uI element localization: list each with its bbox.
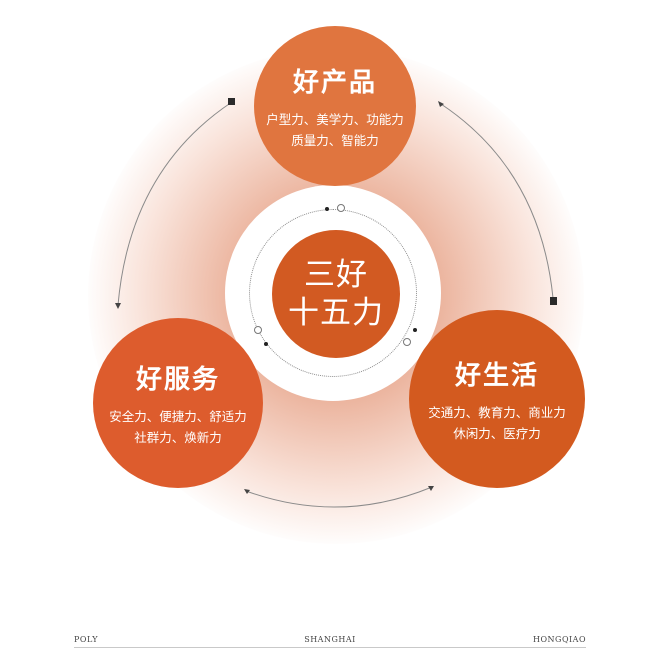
ring-dot-icon [325,207,329,211]
footer-left-label: POLY [74,635,99,644]
node-good-service: 好服务 安全力、便捷力、舒适力 社群力、焕新力 [93,318,263,488]
center-title-line2: 十五力 [288,295,384,331]
arc-life-to-service [245,486,433,508]
node-good-product: 好产品 户型力、美学力、功能力 质量力、智能力 [254,26,416,186]
center-core: 三好 十五力 [272,230,400,358]
footer-center-label: SHANGHAI [304,635,356,644]
square-marker-icon [228,98,235,105]
footer-right-label: HONGQIAO [533,635,586,644]
square-marker-icon [550,297,557,305]
node-title: 好服务 [135,364,220,395]
footer-bar: POLY SHANGHAI HONGQIAO [74,633,586,648]
node-title: 好生活 [454,360,539,391]
node-subtitle-line2: 社群力、焕新力 [134,429,222,445]
node-subtitle-line1: 安全力、便捷力、舒适力 [109,408,247,424]
ring-dot-icon [264,342,268,346]
node-title: 好产品 [292,67,377,98]
center-dotted-ring [249,209,417,377]
ring-dot-icon [413,328,417,332]
node-subtitle-line1: 户型力、美学力、功能力 [266,111,404,127]
node-subtitle-line1: 交通力、教育力、商业力 [428,404,566,420]
arrowhead-icon [428,486,434,491]
arrowhead-icon [115,303,121,309]
arrowhead-icon [438,101,444,107]
arc-product-to-life [440,103,554,299]
arc-product-to-service [117,101,233,306]
ring-circle-icon [337,204,345,212]
node-subtitle-line2: 休闲力、医疗力 [453,425,541,441]
node-good-life: 好生活 交通力、教育力、商业力 休闲力、医疗力 [409,310,585,488]
arrowhead-icon [244,489,250,494]
node-subtitle-line2: 质量力、智能力 [291,132,379,148]
ring-circle-icon [403,338,411,346]
center-title-line1: 三好 [304,257,368,293]
ring-circle-icon [254,326,262,334]
